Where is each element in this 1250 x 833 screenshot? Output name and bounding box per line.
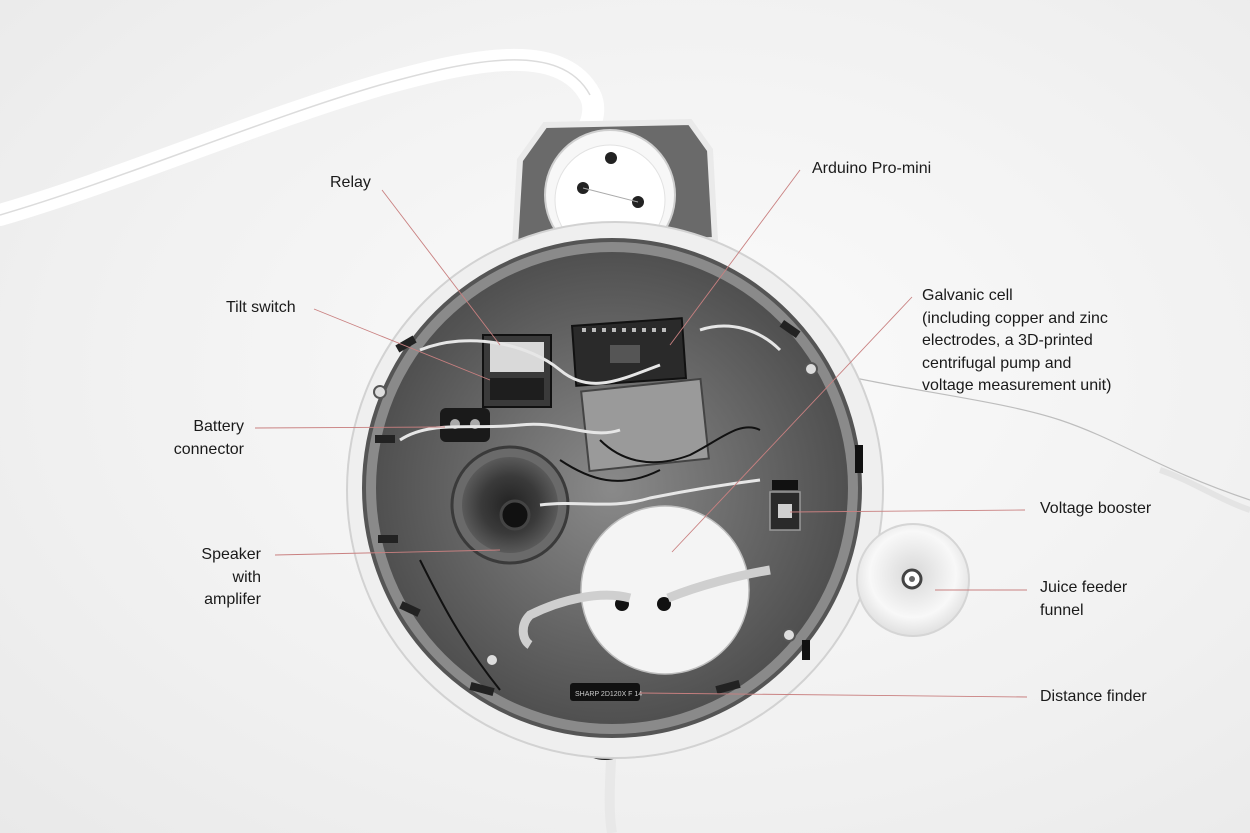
label-juice-funnel: Juice feeder funnel	[1040, 579, 1128, 619]
leader-distance-finder	[639, 692, 1028, 698]
speaker	[450, 445, 570, 565]
leader-relay	[381, 189, 501, 346]
label-battery-connector: Battery connector	[173, 418, 244, 458]
sensor-print-text: SHARP 2D120X F 14	[575, 691, 642, 698]
perfboard	[580, 377, 710, 473]
power-cable	[0, 49, 605, 226]
main-housing	[346, 221, 884, 759]
leader-galvanic-cell	[671, 296, 913, 553]
label-speaker: Speaker with amplifer	[201, 546, 261, 608]
leader-battery-connector	[254, 426, 446, 429]
battery-connector	[440, 408, 490, 442]
internal-wiring	[399, 324, 782, 507]
label-galvanic-cell: Galvanic cell (including copper and zinc…	[922, 287, 1112, 394]
voltage-booster	[769, 480, 801, 531]
label-voltage-booster: Voltage booster	[1040, 500, 1152, 517]
label-relay: Relay	[330, 174, 371, 191]
distance-finder: SHARP 2D120X F 14	[570, 683, 642, 701]
label-arduino: Arduino Pro-mini	[812, 160, 932, 177]
thin-wire-right	[819, 369, 1250, 501]
leader-speaker	[274, 549, 501, 556]
leader-voltage-booster	[789, 509, 1026, 513]
juice-feeder-funnel	[856, 523, 970, 637]
leader-lines	[254, 169, 1028, 698]
relay-module	[482, 334, 552, 408]
label-distance-finder: Distance finder	[1040, 688, 1147, 705]
leader-tilt-switch	[313, 308, 491, 381]
arduino-board	[570, 317, 688, 387]
galvanic-cell-pump	[518, 505, 771, 675]
leader-arduino	[669, 169, 801, 346]
label-tilt-switch: Tilt switch	[226, 299, 296, 316]
